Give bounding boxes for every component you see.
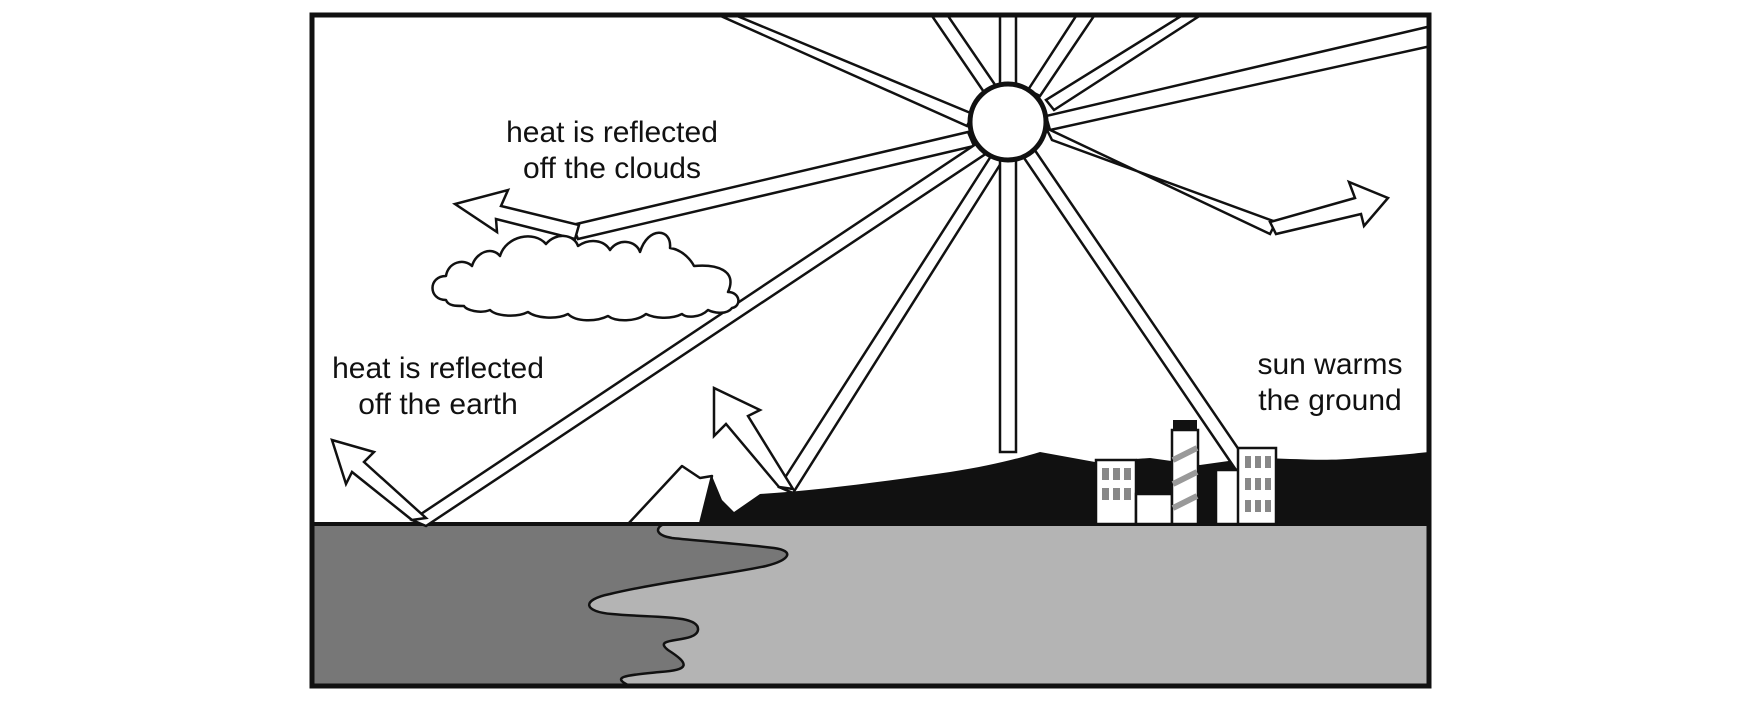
- sun-ray: [1026, 15, 1097, 98]
- factory-icon: [1094, 420, 1278, 526]
- reflected-ray-right: [1268, 179, 1391, 236]
- sun-icon: [967, 81, 1049, 163]
- sun-ray-clouds: [570, 130, 976, 241]
- label-clouds: heat is reflected off the clouds: [506, 116, 718, 185]
- sun-ray: [998, 15, 1018, 90]
- chimney-cap: [1173, 420, 1197, 430]
- sun-ray: [1044, 15, 1204, 112]
- reflected-ray-hills: [712, 386, 796, 491]
- building-low: [1134, 492, 1174, 526]
- label-ground: sun warms the ground: [1257, 348, 1402, 417]
- label-clouds-line2: off the clouds: [523, 152, 701, 185]
- label-earth-line2: off the earth: [358, 388, 518, 421]
- label-ground-line2: the ground: [1258, 384, 1401, 417]
- sun-rays: [330, 15, 1429, 528]
- label-earth: heat is reflected off the earth: [332, 352, 544, 421]
- shallow-water: [588, 522, 1429, 686]
- sun-ray-down: [998, 156, 1018, 454]
- label-earth-line1: heat is reflected: [332, 352, 544, 385]
- reflected-ray-earth: [330, 438, 429, 522]
- label-ground-line1: sun warms: [1257, 348, 1402, 381]
- diagram-frame: [309, 12, 1432, 689]
- cloud-icon: [431, 231, 740, 322]
- label-clouds-line1: heat is reflected: [506, 116, 718, 149]
